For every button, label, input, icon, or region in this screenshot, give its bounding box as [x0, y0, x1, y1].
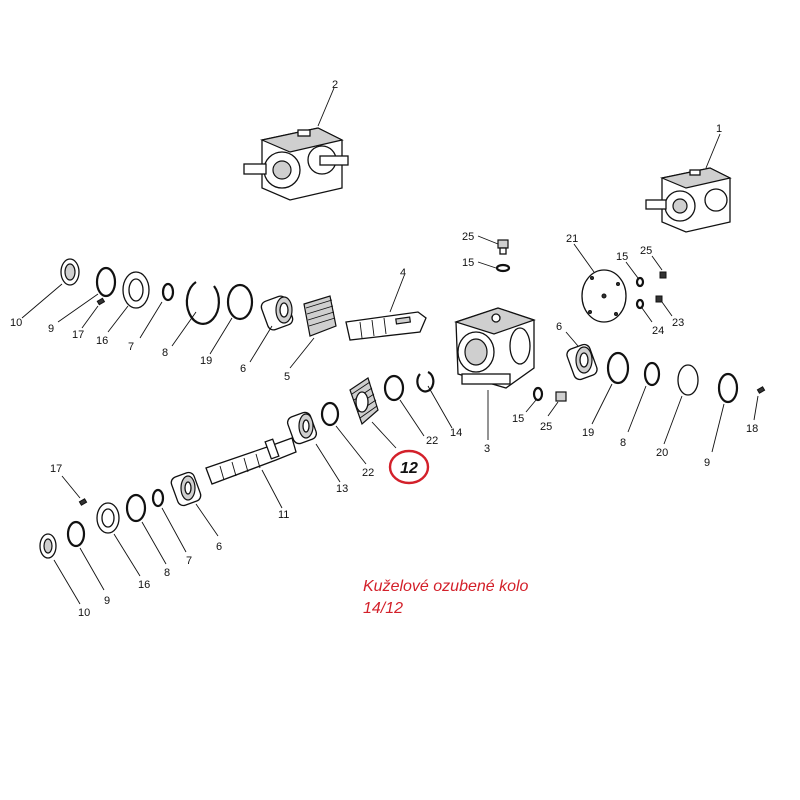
part-10-seal-upper [60, 258, 80, 286]
part-16-spacer-lower [96, 502, 120, 534]
label-21: 21 [566, 233, 578, 245]
label-25-lower: 25 [540, 421, 552, 433]
part-20-cover-disc [677, 364, 699, 396]
label-9-lower: 9 [104, 595, 110, 607]
gearbox-assembly-1 [645, 167, 732, 233]
label-19-right: 19 [582, 427, 594, 439]
label-15-lower: 15 [512, 413, 524, 425]
gearbox-assembly-2 [243, 127, 349, 201]
label-9-upper: 9 [48, 323, 54, 335]
highlight-circle-12 [388, 449, 430, 485]
label-14: 14 [450, 427, 462, 439]
part-17-key-upper [96, 297, 106, 306]
label-9-right: 9 [704, 457, 710, 469]
part-19-ring-right [606, 351, 630, 385]
label-24: 24 [652, 325, 664, 337]
part-9-snap-ring-upper [95, 266, 117, 298]
part-7-ring-upper [161, 282, 175, 302]
part-21-cover [581, 269, 627, 323]
part-4-input-shaft [345, 311, 427, 341]
label-6-upper-left: 6 [240, 363, 246, 375]
label-19-upper: 19 [200, 355, 212, 367]
part-8-circlip-upper [185, 281, 220, 325]
label-8-upper: 8 [162, 347, 168, 359]
label-4: 4 [400, 267, 406, 279]
part-caption: Kuželové ozubené kolo 14/12 [363, 576, 528, 620]
part-22-ring-a [383, 374, 405, 402]
part-5-bevel-gear-upper [303, 295, 337, 337]
part-9-snap-ring-right [717, 372, 739, 404]
label-10-lower: 10 [78, 607, 90, 619]
label-7-lower: 7 [186, 555, 192, 567]
label-1: 1 [716, 123, 722, 135]
part-25-bolt-cover [659, 271, 667, 279]
label-22-a: 22 [426, 435, 438, 447]
part-15-ring-top [495, 263, 511, 273]
part-6-bearing-lower-left [170, 471, 202, 507]
label-8-lower: 8 [164, 567, 170, 579]
label-16-upper: 16 [96, 335, 108, 347]
part-10-seal-lower [39, 533, 57, 559]
label-10-upper: 10 [10, 317, 22, 329]
label-3: 3 [484, 443, 490, 455]
label-17-lower: 17 [50, 463, 62, 475]
part-12-bevel-gear [349, 377, 379, 426]
label-6-lower-left: 6 [216, 541, 222, 553]
label-16-lower: 16 [138, 579, 150, 591]
caption-line-2: 14/12 [363, 600, 404, 617]
part-3-housing [454, 307, 536, 389]
part-14-circlip [416, 370, 435, 393]
part-13-bearing [286, 411, 318, 445]
label-13: 13 [336, 483, 348, 495]
part-15-ring-lower [532, 386, 544, 402]
caption-line-1: Kuželové ozubené kolo [363, 578, 529, 595]
part-24-washer [635, 298, 645, 310]
label-11: 11 [278, 509, 289, 521]
part-8-circlip-lower [125, 493, 147, 523]
label-6-right: 6 [556, 321, 562, 333]
label-22-b: 22 [362, 467, 374, 479]
label-25-top: 25 [462, 231, 474, 243]
part-15-ring-cover [635, 276, 645, 288]
part-18-key-right [756, 386, 766, 394]
part-22-ring-b [320, 401, 340, 427]
part-25-plug-top [497, 239, 509, 255]
part-19-ring-upper [226, 283, 254, 321]
label-18: 18 [746, 423, 758, 435]
label-7-upper: 7 [128, 341, 134, 353]
part-8-circlip-right [643, 361, 661, 387]
part-11-output-shaft [205, 437, 297, 485]
part-25-plug-lower [555, 391, 567, 402]
label-15-cover: 15 [616, 251, 628, 263]
label-2: 2 [332, 79, 338, 91]
part-6-bearing-right [566, 343, 598, 381]
part-23-bolt [655, 295, 663, 303]
part-6-bearing-upper-left [260, 295, 294, 331]
label-23: 23 [672, 317, 684, 329]
part-9-snap-ring-lower [66, 520, 86, 548]
label-5: 5 [284, 371, 290, 383]
label-8-right: 8 [620, 437, 626, 449]
part-17-key-lower [78, 498, 88, 506]
label-17-upper: 17 [72, 329, 84, 341]
label-15-top: 15 [462, 257, 474, 269]
label-20: 20 [656, 447, 668, 459]
part-7-ring-lower [151, 488, 165, 508]
label-25-cover: 25 [640, 245, 652, 257]
label-12: 12 [400, 460, 418, 477]
part-16-spacer-upper [122, 271, 150, 309]
